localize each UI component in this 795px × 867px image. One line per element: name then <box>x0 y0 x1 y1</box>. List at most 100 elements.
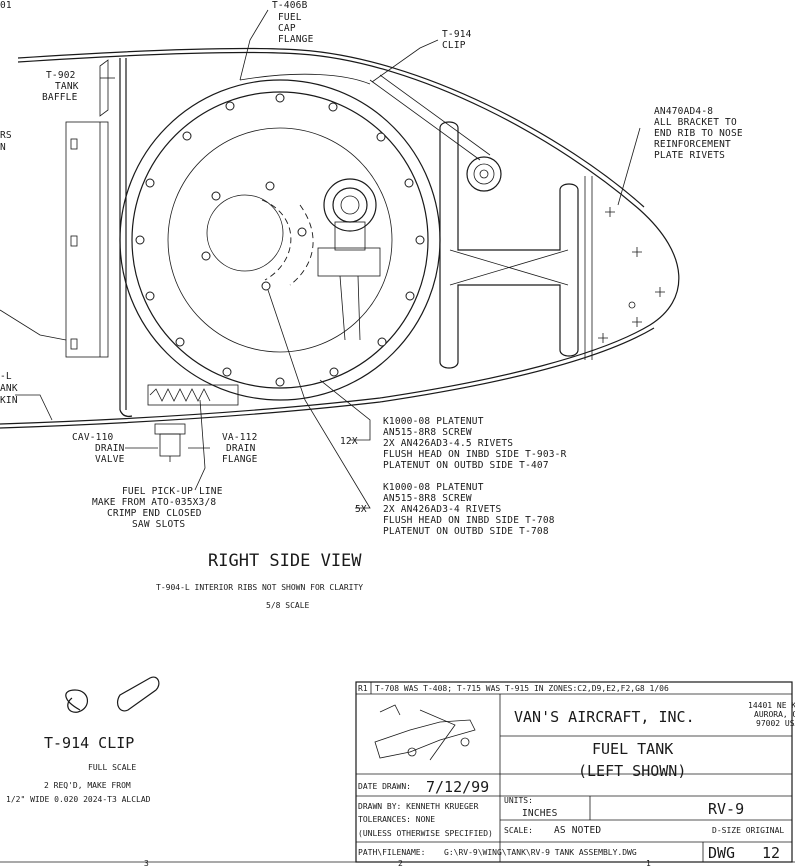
svg-text:FLUSH HEAD ON INBD SIDE T-708: FLUSH HEAD ON INBD SIDE T-708 <box>383 515 555 526</box>
clip-note-1: 2 REQ'D, MAKE FROM <box>44 781 131 790</box>
address-line-2: AURORA, OR <box>754 710 795 719</box>
svg-text:PLATENUT ON OUTBD SIDE T-708: PLATENUT ON OUTBD SIDE T-708 <box>383 526 549 537</box>
vent-fitting <box>466 156 502 192</box>
corner-label: 01 <box>0 0 12 11</box>
svg-text:SAW SLOTS: SAW SLOTS <box>132 519 185 530</box>
drawn-by: DRAWN BY: KENNETH KRUEGER <box>358 802 479 811</box>
leader-lines <box>0 9 641 509</box>
callout-drain-flange: VA-112 DRAIN FLANGE <box>222 432 258 465</box>
svg-text:1: 1 <box>646 859 651 867</box>
view-note: T-904-L INTERIOR RIBS NOT SHOWN FOR CLAR… <box>156 583 363 592</box>
svg-text:AN470AD4-8: AN470AD4-8 <box>654 106 713 117</box>
svg-text:2X AN426AD3-4 RIVETS: 2X AN426AD3-4 RIVETS <box>383 504 501 515</box>
revision-text: T-708 WAS T-408; T-715 WAS T-915 IN ZONE… <box>375 684 669 693</box>
unless-specified: (UNLESS OTHERWISE SPECIFIED) <box>358 829 493 838</box>
svg-text:K1000-08 PLATENUT: K1000-08 PLATENUT <box>383 482 484 493</box>
callout-bracket-rivets: AN470AD4-8 ALL BRACKET TO END RIB TO NOS… <box>654 106 743 161</box>
svg-text:PLATE RIVETS: PLATE RIVETS <box>654 150 725 161</box>
dwg-label: DWG <box>708 844 735 862</box>
svg-text:K1000-08 PLATENUT: K1000-08 PLATENUT <box>383 416 484 427</box>
svg-text:T-914: T-914 <box>442 29 472 40</box>
svg-text:PLATENUT ON OUTBD SIDE T-407: PLATENUT ON OUTBD SIDE T-407 <box>383 460 549 471</box>
address-line-1: 14401 NE KEL RD. <box>748 701 795 710</box>
fuel-cap-fitting <box>317 178 381 341</box>
drawing-title-2: (LEFT SHOWN) <box>578 762 686 780</box>
scale-value: AS NOTED <box>554 825 601 836</box>
svg-text:FUEL: FUEL <box>278 12 302 23</box>
svg-text:FLUSH HEAD ON INBD SIDE T-903-: FLUSH HEAD ON INBD SIDE T-903-R <box>383 449 567 460</box>
svg-text:VALVE: VALVE <box>95 454 125 465</box>
path-value: G:\RV-9\WING\TANK\RV-9 TANK ASSEMBLY.DWG <box>444 848 637 857</box>
svg-text:END RIB TO NOSE: END RIB TO NOSE <box>654 128 743 139</box>
callout-clip: T-914 CLIP <box>442 29 472 51</box>
svg-text:MAKE FROM ATO-035X3/8: MAKE FROM ATO-035X3/8 <box>92 497 216 508</box>
callout-platenut-1: K1000-08 PLATENUT AN515-8R8 SCREW 2X AN4… <box>383 416 567 471</box>
tolerances: TOLERANCES: NONE <box>358 815 435 824</box>
view-title: RIGHT SIDE VIEW <box>208 551 362 571</box>
svg-text:RS: RS <box>0 130 12 141</box>
sheet-size: D-SIZE ORIGINAL <box>712 826 784 835</box>
scale-label: SCALE: <box>504 826 533 835</box>
units-value: INCHES <box>522 808 558 819</box>
svg-text:AN515-8R8 SCREW: AN515-8R8 SCREW <box>383 493 472 504</box>
qty-12x: 12X <box>340 436 358 447</box>
svg-text:FLANGE: FLANGE <box>278 34 314 45</box>
svg-text:T-406B: T-406B <box>272 0 308 11</box>
callout-platenut-2: K1000-08 PLATENUT AN515-8R8 SCREW 2X AN4… <box>383 482 555 537</box>
svg-text:3: 3 <box>144 859 149 867</box>
clip-title: T-914 CLIP <box>44 734 134 752</box>
bracket <box>369 74 593 369</box>
svg-text:CLIP: CLIP <box>442 40 466 51</box>
model-number: RV-9 <box>708 800 744 818</box>
svg-text:AN515-8R8 SCREW: AN515-8R8 SCREW <box>383 427 472 438</box>
clip-detail: T-914 CLIP FULL SCALE 2 REQ'D, MAKE FROM… <box>6 676 160 804</box>
svg-text:N: N <box>0 142 6 153</box>
callout-cap-flange: T-406B FUEL CAP FLANGE <box>272 0 314 45</box>
callout-drain-valve: CAV-110 DRAIN VALVE <box>72 432 125 465</box>
svg-text:DRAIN: DRAIN <box>226 443 256 454</box>
svg-text:FLANGE: FLANGE <box>222 454 258 465</box>
svg-text:2: 2 <box>398 859 403 867</box>
qty-5x: 5X <box>355 504 367 515</box>
svg-text:CAP: CAP <box>278 23 296 34</box>
svg-text:ANK: ANK <box>0 383 18 394</box>
svg-text:CAV-110: CAV-110 <box>72 432 114 443</box>
drain-assembly <box>147 384 239 462</box>
callout-baffle: T-902 TANK BAFFLE <box>42 70 79 103</box>
svg-text:BAFFLE: BAFFLE <box>42 92 78 103</box>
revision-id: R1 <box>358 684 368 693</box>
dwg-number: 12 <box>762 844 780 862</box>
svg-text:DRAIN: DRAIN <box>95 443 125 454</box>
svg-text:KIN: KIN <box>0 395 18 406</box>
callout-left-cut-top: RS N <box>0 130 12 153</box>
svg-text:REINFORCEMENT: REINFORCEMENT <box>654 139 731 150</box>
view-scale: 5/8 SCALE <box>266 601 310 610</box>
clip-shape-icon <box>116 676 160 712</box>
access-plate <box>119 73 441 401</box>
date-value: 7/12/99 <box>426 778 489 796</box>
path-label: PATH\FILENAME: <box>358 848 425 857</box>
units-label: UNITS: <box>504 796 533 805</box>
company-name: VAN'S AIRCRAFT, INC. <box>514 708 695 726</box>
clip-note-2: 1/2" WIDE 0.020 2024-T3 ALCLAD <box>6 795 151 804</box>
svg-text:FUEL PICK-UP LINE: FUEL PICK-UP LINE <box>122 486 223 497</box>
clip-scale: FULL SCALE <box>88 763 136 772</box>
svg-text:2X AN426AD3-4.5 RIVETS: 2X AN426AD3-4.5 RIVETS <box>383 438 513 449</box>
svg-text:CRIMP END CLOSED: CRIMP END CLOSED <box>107 508 202 519</box>
nose-rivets <box>598 207 665 343</box>
callout-pickup-line: FUEL PICK-UP LINE MAKE FROM ATO-035X3/8 … <box>92 486 223 530</box>
tank-outline <box>0 47 680 429</box>
date-label: DATE DRAWN: <box>358 782 411 791</box>
clip-spiral-icon <box>65 689 88 713</box>
airplane-icon <box>374 704 476 761</box>
address-line-3: 97002 USA <box>756 719 795 728</box>
svg-text:ALL BRACKET TO: ALL BRACKET TO <box>654 117 737 128</box>
plate-bolt-holes <box>135 93 425 387</box>
border-zones: 3 2 1 <box>0 859 795 867</box>
svg-text:TANK: TANK <box>55 81 79 92</box>
title-block: R1 T-708 WAS T-408; T-715 WAS T-915 IN Z… <box>355 681 795 863</box>
svg-text:-L: -L <box>0 371 12 382</box>
callout-left-cut-bottom: -L ANK KIN <box>0 371 18 406</box>
svg-text:VA-112: VA-112 <box>222 432 258 443</box>
